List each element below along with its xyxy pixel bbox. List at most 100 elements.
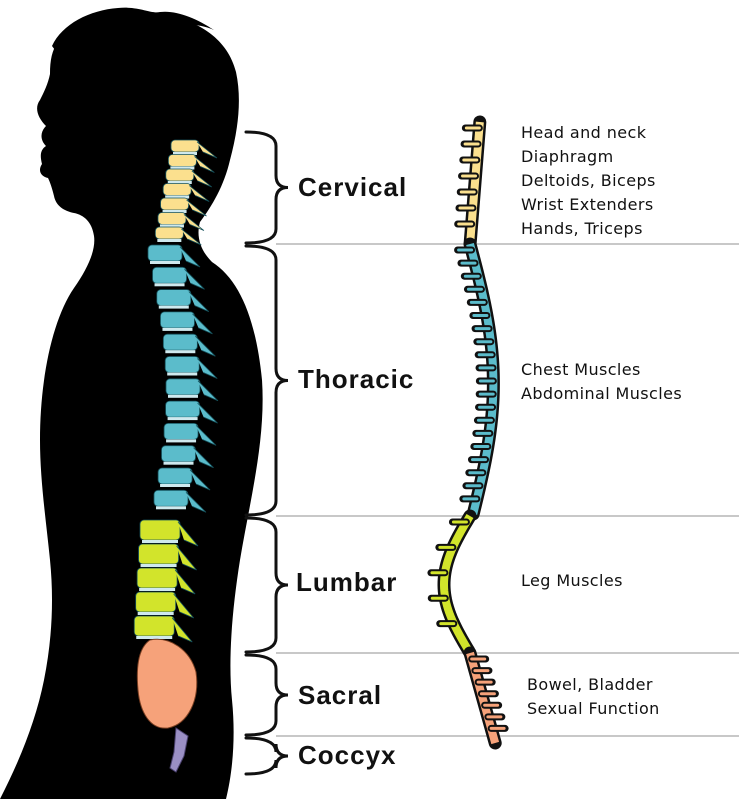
- anatomic-spine: [133, 139, 219, 773]
- vertebra: [165, 400, 200, 418]
- vertebra: [164, 356, 200, 373]
- sacral-functions: Bowel, Bladder Sexual Function: [527, 673, 660, 721]
- curly-brace: [244, 516, 289, 654]
- vertebra: [157, 467, 193, 485]
- spinous-process: [196, 141, 218, 159]
- spinous-process: [173, 593, 194, 619]
- vertebra: [167, 154, 197, 167]
- vertebra: [170, 139, 200, 153]
- lumbar-functions: Leg Muscles: [521, 569, 623, 593]
- vertebra: [139, 519, 181, 541]
- spinous-process: [186, 199, 207, 217]
- vertebra: [133, 615, 175, 637]
- intervertebral-disc: [140, 564, 177, 567]
- intervertebral-disc: [139, 588, 176, 591]
- spinous-process: [179, 246, 201, 268]
- function-item: Bowel, Bladder: [527, 675, 653, 694]
- vertebra: [153, 489, 189, 507]
- vertebra: [165, 378, 201, 396]
- intervertebral-disc: [162, 210, 187, 213]
- vertebra: [165, 168, 195, 182]
- spinous-process: [191, 170, 213, 188]
- intervertebral-disc: [167, 181, 192, 184]
- hair: [52, 7, 214, 71]
- intervertebral-disc: [142, 540, 178, 543]
- intervertebral-disc: [160, 484, 191, 487]
- intervertebral-disc: [167, 417, 198, 421]
- function-item: Diaphragm: [521, 147, 614, 166]
- intervertebral-disc: [154, 283, 185, 287]
- vertebra: [162, 183, 192, 196]
- spinous-process: [183, 214, 205, 231]
- spinous-process: [189, 469, 211, 491]
- function-item: Chest Muscles: [521, 360, 641, 379]
- vertebra: [163, 422, 199, 440]
- vertebra: [152, 266, 187, 284]
- intervertebral-disc: [166, 439, 197, 443]
- region-label-sacral: Sacral: [298, 680, 383, 710]
- spinous-process: [197, 402, 218, 424]
- function-item: Deltoids, Biceps: [521, 171, 656, 190]
- vertebra: [162, 333, 198, 351]
- spinous-process: [194, 156, 215, 173]
- vertebra: [157, 212, 187, 225]
- spinous-process: [196, 358, 218, 379]
- intervertebral-disc: [173, 152, 197, 155]
- intervertebral-disc: [157, 239, 182, 242]
- spinous-process: [177, 521, 199, 547]
- function-item: Leg Muscles: [521, 571, 623, 590]
- intervertebral-disc: [158, 305, 189, 309]
- vertebra: [136, 567, 178, 589]
- intervertebral-disc: [165, 195, 190, 199]
- vertebra: [161, 445, 196, 463]
- cord-segment: [440, 513, 474, 654]
- region-label-coccyx: Coccyx: [298, 740, 397, 770]
- spinous-process: [195, 335, 216, 357]
- vertebra: [147, 244, 183, 262]
- vertebra: [156, 289, 192, 307]
- vertebra: [138, 543, 179, 565]
- cervical-functions: Head and neck Diaphragm Deltoids, Biceps…: [521, 121, 656, 241]
- intervertebral-disc: [155, 506, 186, 510]
- intervertebral-disc: [165, 350, 196, 354]
- intervertebral-disc: [137, 612, 174, 615]
- schematic-spine-cord: [427, 115, 509, 750]
- spinous-process: [192, 313, 213, 335]
- curly-brace: [244, 244, 289, 517]
- intervertebral-disc: [150, 261, 180, 264]
- intervertebral-disc: [136, 636, 173, 639]
- vertebra: [154, 226, 184, 240]
- region-label-thoracic: Thoracic: [298, 364, 415, 394]
- spinous-process: [174, 569, 196, 595]
- thoracic-functions: Chest Muscles Abdominal Muscles: [521, 358, 682, 406]
- curly-brace: [244, 736, 289, 776]
- intervertebral-disc: [159, 224, 184, 228]
- function-item: Hands, Triceps: [521, 219, 643, 238]
- intervertebral-disc: [170, 166, 195, 170]
- function-item: Wrist Extenders: [521, 195, 654, 214]
- coccyx-bone: [169, 727, 189, 773]
- function-item: Sexual Function: [527, 699, 660, 718]
- function-item: Head and neck: [521, 123, 647, 142]
- spinous-process: [188, 291, 210, 312]
- vertebra: [160, 311, 195, 329]
- sacrum: [136, 638, 198, 729]
- region-label-lumbar: Lumbar: [296, 567, 398, 597]
- human-silhouette: [0, 12, 263, 799]
- function-item: Abdominal Muscles: [521, 384, 683, 403]
- vertebra: [135, 591, 177, 613]
- region-dividers: [276, 243, 739, 737]
- spinous-process: [184, 269, 205, 290]
- spinous-process: [195, 425, 217, 446]
- spinous-process: [176, 545, 197, 571]
- region-braces: [244, 130, 289, 776]
- curly-brace: [244, 653, 289, 737]
- spinous-process: [197, 380, 219, 402]
- spinous-process: [193, 447, 214, 469]
- intervertebral-disc: [162, 327, 193, 331]
- curly-brace: [244, 130, 289, 245]
- spinous-process: [181, 228, 202, 246]
- region-label-cervical: Cervical: [298, 172, 408, 202]
